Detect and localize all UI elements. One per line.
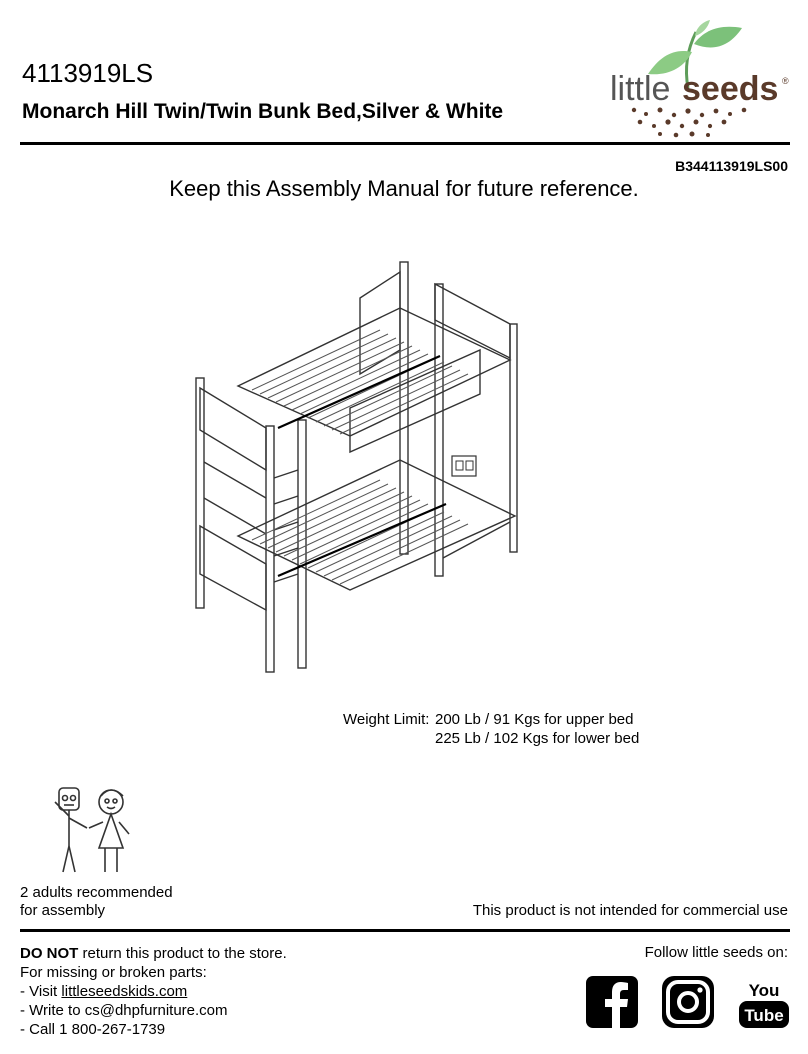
product-title: Monarch Hill Twin/Twin Bunk Bed,Silver &… xyxy=(22,100,504,123)
svg-text:You: You xyxy=(749,981,780,1000)
model-number: 4113919LS xyxy=(22,58,154,88)
do-not-return: DO NOT return this product to the store. xyxy=(20,945,287,962)
adults-recommended: 2 adults recommended for assembly xyxy=(20,884,173,919)
header-divider xyxy=(20,142,790,145)
commercial-use-notice: This product is not intended for commerc… xyxy=(472,902,788,919)
weight-lower: 225 Lb / 102 Kgs for lower bed xyxy=(435,730,640,747)
footer-divider xyxy=(20,929,790,932)
two-adults-icon xyxy=(54,787,130,873)
svg-text:seeds: seeds xyxy=(682,70,778,108)
youtube-icon[interactable]: You Tube xyxy=(736,974,792,1030)
svg-text:Tube: Tube xyxy=(744,1006,783,1025)
weight-limits: Weight Limit:200 Lb / 91 Kgs for upper b… xyxy=(343,710,639,748)
facebook-icon[interactable] xyxy=(584,974,640,1030)
weight-upper: Weight Limit:200 Lb / 91 Kgs for upper b… xyxy=(343,711,634,728)
keep-manual-notice: Keep this Assembly Manual for future ref… xyxy=(169,176,639,201)
website-link[interactable]: littleseedskids.com xyxy=(61,983,188,1000)
phone-line: - Call 1 800-267-1739 xyxy=(20,1021,166,1038)
support-info: DO NOT return this product to the store.… xyxy=(20,944,287,1039)
little-seeds-logo: little seeds ® xyxy=(610,20,789,138)
svg-text:®: ® xyxy=(782,76,789,86)
visit-line: - Visit littleseedskids.com xyxy=(20,983,188,1000)
manual-code: B344113919LS00 xyxy=(675,158,788,174)
follow-label: Follow little seeds on: xyxy=(644,944,788,961)
svg-text:little: little xyxy=(610,70,670,108)
bunk-bed-illustration xyxy=(195,261,518,673)
instagram-icon[interactable] xyxy=(660,974,716,1030)
email-line: - Write to cs@dhpfurniture.com xyxy=(20,1002,228,1019)
missing-parts-heading: For missing or broken parts: xyxy=(20,964,207,981)
